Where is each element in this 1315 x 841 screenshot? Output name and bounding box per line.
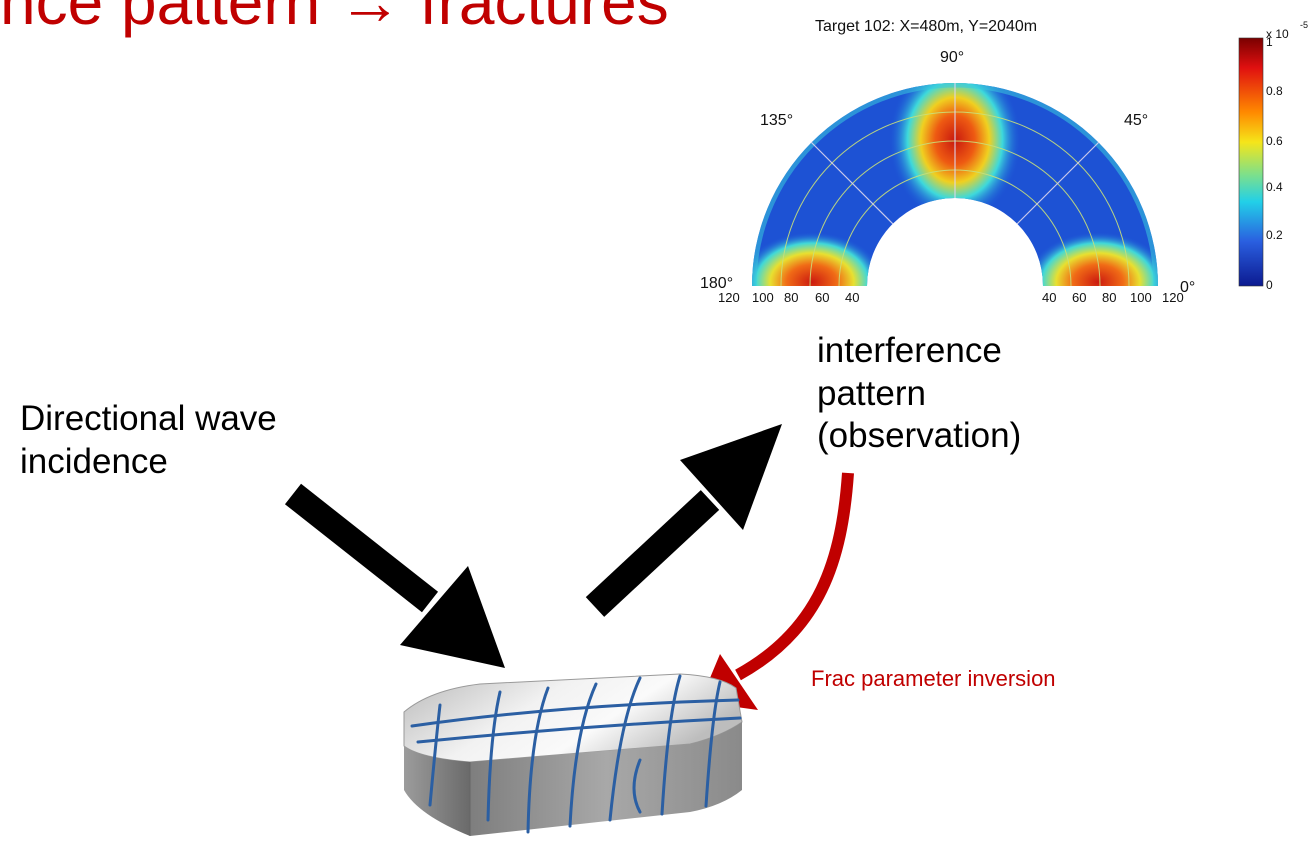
observation-label-text: interference pattern (observation) <box>817 331 1022 456</box>
colorbar-tick-1: 1 <box>1266 35 1273 49</box>
colorbar-tick-0.8: 0.8 <box>1266 84 1283 98</box>
inversion-label: Frac parameter inversion <box>811 666 1056 691</box>
incidence-arrow <box>284 483 505 668</box>
radial-tick-right-0: 40 <box>1042 290 1056 305</box>
radial-tick-right-2: 80 <box>1102 290 1116 305</box>
observation-label: interference pattern (observation) <box>817 330 1047 458</box>
angle-label-135: 135° <box>760 112 793 129</box>
colorbar: x 10 -5 1 0.8 0.6 0.4 0.2 0 <box>1238 20 1308 292</box>
fractured-block-image <box>403 673 743 836</box>
radial-tick-left-3: 60 <box>815 290 829 305</box>
colorbar-tick-0.4: 0.4 <box>1266 180 1283 194</box>
polar-plot: 90° 135° 45° 180° 0° 120 100 80 60 40 40… <box>700 49 1195 305</box>
angle-label-90: 90° <box>940 49 964 66</box>
radial-tick-left-2: 80 <box>784 290 798 305</box>
radial-tick-left-4: 40 <box>845 290 859 305</box>
colorbar-tick-0.2: 0.2 <box>1266 228 1283 242</box>
radial-tick-right-4: 120 <box>1162 290 1184 305</box>
radial-tick-left-1: 100 <box>752 290 774 305</box>
radial-tick-left-0: 120 <box>718 290 740 305</box>
reflection-arrow <box>585 424 782 617</box>
colorbar-gradient <box>1238 37 1264 287</box>
polar-spokes <box>810 83 1100 225</box>
radial-tick-right-1: 60 <box>1072 290 1086 305</box>
hotspot-left <box>752 232 884 286</box>
radial-tick-right-3: 100 <box>1130 290 1152 305</box>
directional-wave-label: Directional wave incidence <box>20 399 277 481</box>
hotspot-right <box>1026 232 1158 286</box>
slide-title: nce pattern → fractures <box>0 0 669 38</box>
colorbar-exponent: -5 <box>1300 20 1308 30</box>
angle-label-45: 45° <box>1124 112 1148 129</box>
colorbar-tick-0.6: 0.6 <box>1266 134 1283 148</box>
plot-title: Target 102: X=480m, Y=2040m <box>815 18 1038 35</box>
angle-label-0: 0° <box>1180 279 1195 296</box>
colorbar-tick-0: 0 <box>1266 278 1273 292</box>
colorbar-scale: x 10 <box>1266 27 1289 41</box>
angle-label-180: 180° <box>700 275 733 292</box>
